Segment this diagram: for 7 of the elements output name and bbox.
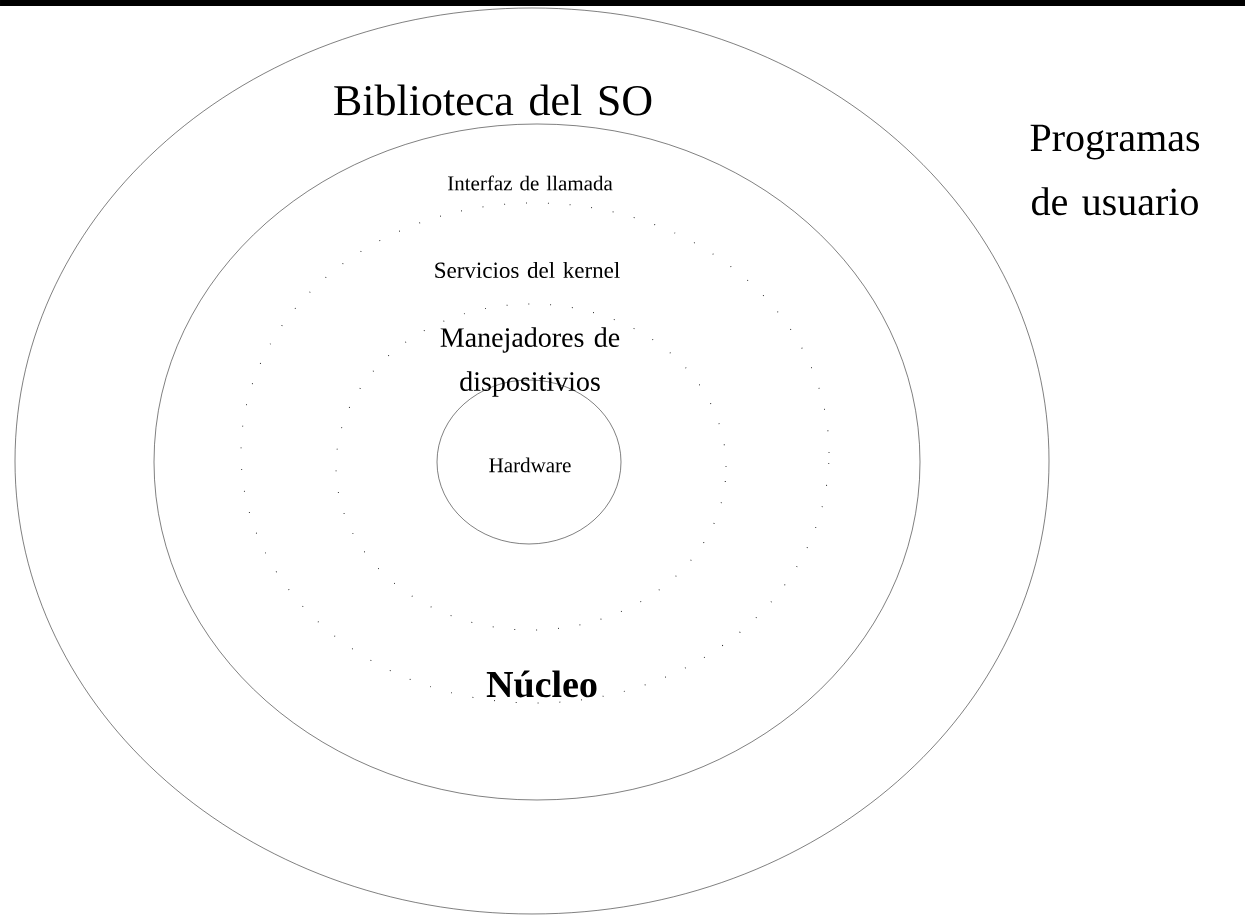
layer-label: Núcleo <box>486 670 597 698</box>
outer-label: Programas de usuario <box>1030 124 1200 216</box>
layer-label: Biblioteca del SO <box>334 84 652 116</box>
layer-label: Manejadores de dispositivios <box>440 327 620 397</box>
layer-label: Hardware <box>489 457 571 473</box>
layer-label: Interfaz de llamada <box>448 175 613 191</box>
layer-label: Servicios del kernel <box>435 261 620 279</box>
